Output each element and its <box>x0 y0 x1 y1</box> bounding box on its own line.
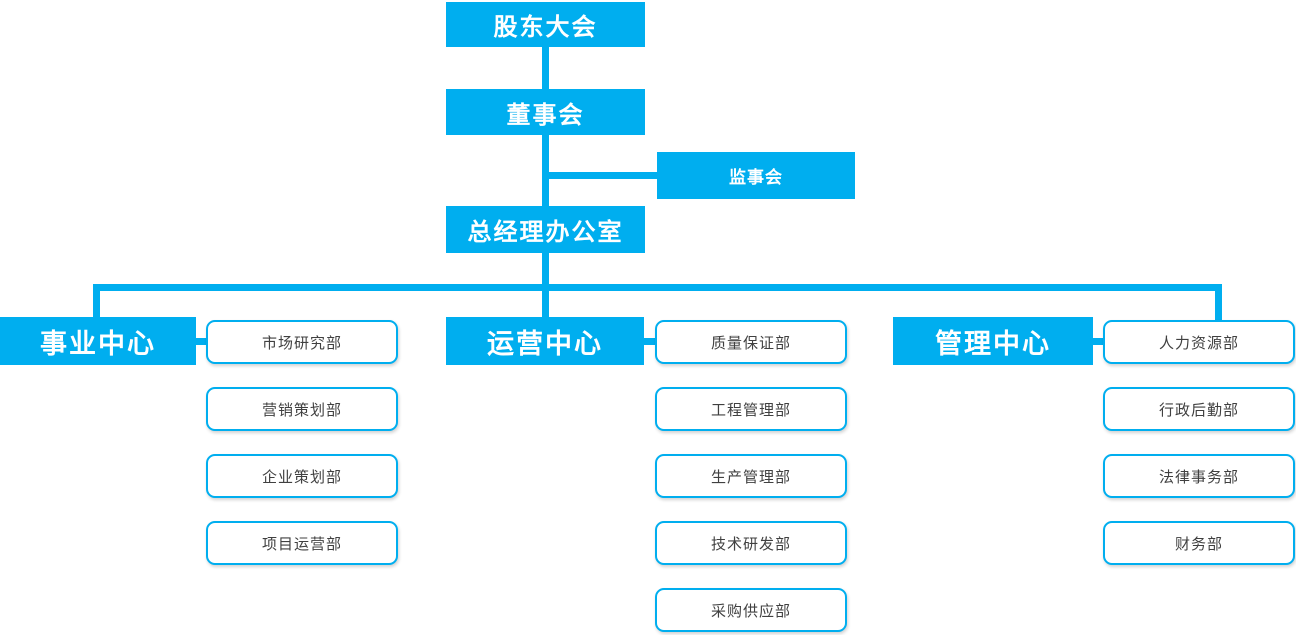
dept-project-operations: 项目运营部 <box>206 521 398 565</box>
node-business-center: 事业中心 <box>0 317 196 365</box>
node-board-of-directors: 董事会 <box>446 89 645 135</box>
node-supervisory-board: 监事会 <box>657 152 855 199</box>
dept-legal-affairs: 法律事务部 <box>1103 454 1295 498</box>
node-shareholders-meeting: 股东大会 <box>446 2 645 47</box>
dept-technology-rd: 技术研发部 <box>655 521 847 565</box>
dept-corporate-planning: 企业策划部 <box>206 454 398 498</box>
connector-business-center-to-dept <box>196 338 206 345</box>
dept-engineering-management: 工程管理部 <box>655 387 847 431</box>
node-management-center: 管理中心 <box>893 317 1093 365</box>
dept-market-research: 市场研究部 <box>206 320 398 364</box>
connector-shareholders-to-board <box>542 47 549 89</box>
dept-human-resources: 人力资源部 <box>1103 320 1295 364</box>
dept-finance: 财务部 <box>1103 521 1295 565</box>
connector-main-horizontal <box>93 284 1222 291</box>
connector-board-to-gm-office <box>542 135 549 206</box>
dept-marketing-planning: 营销策划部 <box>206 387 398 431</box>
node-operations-center: 运营中心 <box>446 317 644 365</box>
node-gm-office: 总经理办公室 <box>446 206 645 253</box>
dept-quality-assurance: 质量保证部 <box>655 320 847 364</box>
dept-procurement-supply: 采购供应部 <box>655 588 847 632</box>
dept-production-management: 生产管理部 <box>655 454 847 498</box>
connector-drop-left <box>93 291 100 317</box>
connector-management-center-to-dept <box>1093 338 1103 345</box>
connector-operations-center-to-dept <box>644 338 655 345</box>
connector-to-supervisory-board <box>549 172 657 179</box>
connector-drop-right <box>1215 291 1222 320</box>
dept-admin-logistics: 行政后勤部 <box>1103 387 1295 431</box>
